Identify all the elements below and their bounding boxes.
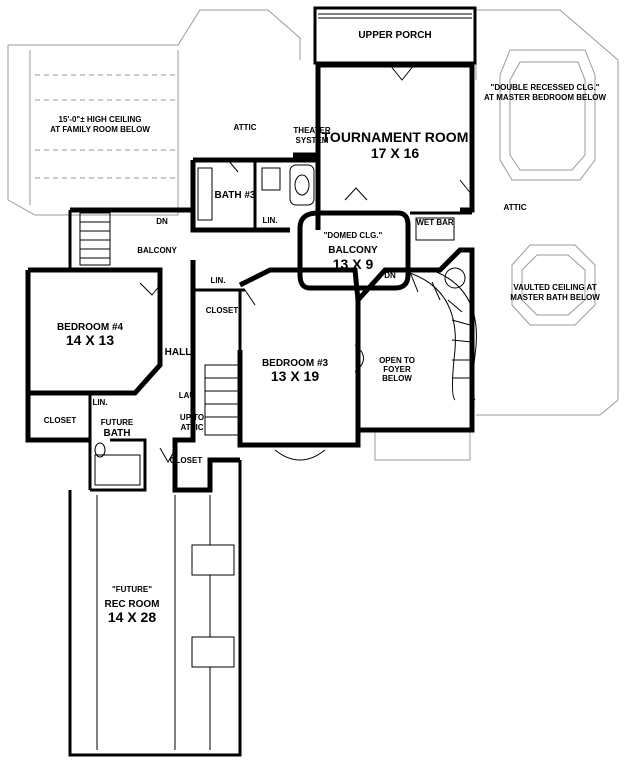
wet-bar-label: WET BAR [416,218,454,227]
double-recessed-note-1: "DOUBLE RECESSED CLG." [491,83,600,92]
bath3-label: BATH #3 [215,190,256,201]
theater-system-label-2: SYSTEM [296,136,329,145]
bedroom3-name: BEDROOM #3 [262,358,329,369]
open-foyer-note-2: FOYER [383,365,411,374]
closet-mid-label: CLOSET [206,306,239,315]
hall-label: HALL [165,347,192,358]
domed-ceiling-note: "DOMED CLG." [324,231,383,240]
bath-fixtures [94,164,455,486]
up-to-attic-label-1: UP TO [180,413,204,422]
upper-porch-label: UPPER PORCH [358,30,431,41]
future-bath-label-1: FUTURE [101,418,134,427]
attic-label-top: ATTIC [234,123,257,132]
tournament-room-name: TOURNAMENT ROOM [322,129,469,145]
bedroom4-name: BEDROOM #4 [57,322,124,333]
bedroom3-size: 13 X 19 [271,368,319,384]
open-foyer-note-1: OPEN TO [379,356,415,365]
attic-label-right: ATTIC [504,203,527,212]
theater-system-label-1: THEATER [293,126,330,135]
rec-room-name: REC ROOM [105,599,160,610]
tournament-room-size: 17 X 16 [371,145,419,161]
lin-small-label: LIN. [92,398,107,407]
rec-room-outline [68,460,242,757]
future-rec-note: "FUTURE" [112,585,152,594]
walls [25,62,475,493]
high-ceiling-note-1: 15'-0"± HIGH CEILING [59,115,142,124]
stairs [79,212,477,436]
up-to-attic-label-2: ATTIC [181,423,204,432]
vaulted-ceiling-note-1: VAULTED CEILING AT [513,283,596,292]
open-foyer-note-3: BELOW [382,374,412,383]
laundry-label: LAU [179,391,196,400]
lin-bath-label: LIN. [262,216,277,225]
rec-room-size: 14 X 28 [108,609,156,625]
vaulted-ceiling-note-2: MASTER BATH BELOW [510,293,600,302]
balcony-small-label: BALCONY [137,246,177,255]
bedroom4-size: 14 X 13 [66,332,114,348]
room-labels: UPPER PORCH "DOUBLE RECESSED CLG." AT MA… [44,30,607,625]
lin-hall-label: LIN. [210,276,225,285]
balcony-name: BALCONY [328,245,378,256]
balcony-size: 13 X 9 [333,256,374,272]
door-swings [139,64,473,464]
double-recessed-note-2: AT MASTER BEDROOM BELOW [484,93,607,102]
future-bath-label-2: BATH [103,428,130,439]
dn-left-label: DN [156,217,168,226]
dn-stair-label: DN [384,271,396,280]
closet-left-label: CLOSET [44,416,77,425]
high-ceiling-note-2: AT FAMILY ROOM BELOW [50,125,150,134]
closet-lower-label: CLOSET [170,456,203,465]
